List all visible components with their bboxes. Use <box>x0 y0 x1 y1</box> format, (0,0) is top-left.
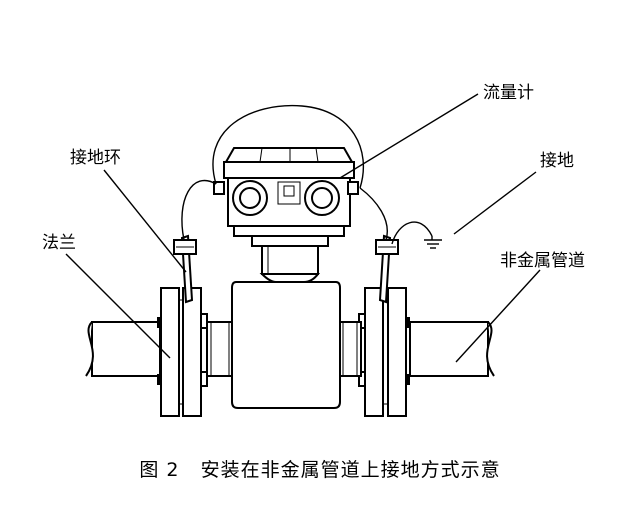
label-flange: 法兰 <box>42 233 76 253</box>
label-nonmetal-pipe: 非金属管道 <box>500 251 585 271</box>
label-grounding-ring: 接地环 <box>70 148 121 168</box>
left-flange <box>157 287 234 417</box>
label-grounding: 接地 <box>540 151 574 171</box>
meter-body <box>231 235 341 409</box>
figure-caption: 图 2 安装在非金属管道上接地方式示意 <box>139 459 500 481</box>
label-flowmeter: 流量计 <box>483 83 534 103</box>
converter-head <box>213 147 359 237</box>
right-flange <box>338 287 410 417</box>
pipe <box>85 321 495 377</box>
grounding-wires <box>181 104 442 249</box>
leader-lines <box>65 93 541 363</box>
grounding-rings <box>173 234 399 304</box>
